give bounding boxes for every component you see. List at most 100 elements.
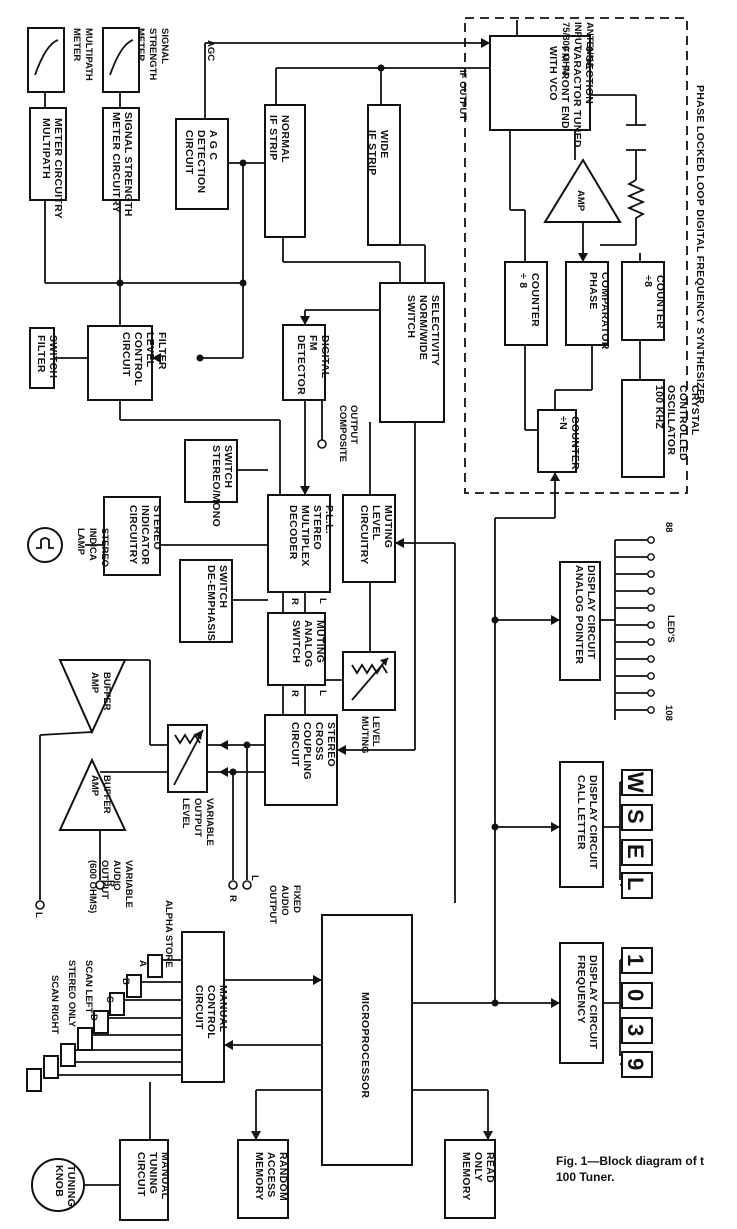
led-end-label: 108 [663, 705, 674, 721]
led-dot [647, 553, 655, 561]
multipath-meter: MULTIPATHMETER [27, 27, 94, 93]
svg-text:R: R [105, 880, 116, 887]
svg-text:SIGNAL STRENGTHMETER CIRCUITRY: SIGNAL STRENGTHMETER CIRCUITRY [110, 112, 134, 217]
led-start-label: 88 [663, 522, 674, 533]
analog-pointer-display-circuit: ANALOG POINTERDISPLAY CIRCUIT [559, 561, 601, 681]
stereo-cross-coupling-circuit: STEREOCROSSCOUPLINGCIRCUIT [264, 714, 338, 806]
muting-level-circuitry: MUTINGLEVELCIRCUITRY [342, 494, 396, 583]
arrow-to-digital-fm [300, 316, 310, 325]
agc-label: AGC [205, 40, 216, 61]
svg-text:9: 9 [623, 1058, 648, 1070]
divide-by-8-counter-a: ÷ 8COUNTER [504, 261, 548, 346]
button-d-label: D [88, 1014, 99, 1021]
svg-text:READONLYMEMORY: READONLYMEMORY [460, 1152, 496, 1201]
buffer-amp-bottom: BUFFERAMP [58, 757, 127, 831]
buffer-amp-top: BUFFERAMP [58, 659, 127, 735]
svg-text:DIGITALFMDETECTOR: DIGITALFMDETECTOR [295, 335, 331, 395]
svg-text:STEREOCROSSCOUPLINGCIRCUIT: STEREOCROSSCOUPLINGCIRCUIT [289, 722, 337, 780]
call-letter-display: W S E L [621, 769, 653, 899]
digital-fm-detector: DIGITALFMDETECTOR [282, 324, 331, 401]
led-dot [647, 689, 655, 697]
svg-text:TUNINGKNOB: TUNINGKNOB [53, 1165, 77, 1207]
svg-text:PHASECOMPARATOR: PHASECOMPARATOR [587, 272, 611, 350]
arrow-to-divn [550, 472, 560, 481]
signal-strength-meter-circuitry: SIGNAL STRENGTHMETER CIRCUITRY [102, 107, 140, 217]
svg-text:÷8COUNTER: ÷8COUNTER [642, 275, 666, 329]
led-dot [647, 570, 655, 578]
frequency-digit-display: 1 0 3 9 [621, 947, 653, 1078]
manual-tuning-circuit: MANUALTUNINGCIRCUIT [119, 1139, 171, 1221]
muting-analog-switch: MUTINGANALOGSWITCH [267, 612, 326, 686]
figure-caption: Fig. 1—Block diagram of t 100 Tuner. [556, 1153, 704, 1185]
wide-if-strip: WIDEIF STRIP [366, 104, 401, 246]
pll-stereo-multiplex-decoder: P.L.L.STEREOMULTIPLEXDECODER [267, 494, 335, 593]
selectivity-switch: SELECTIVITYNORM/WIDESWITCH [379, 282, 445, 423]
de-emphasis-switch: DE-EMPHASISSWITCH [179, 559, 233, 643]
svg-text:SELECTIVITYNORM/WIDESWITCH: SELECTIVITYNORM/WIDESWITCH [405, 295, 441, 366]
svg-text:BUFFERAMP: BUFFERAMP [89, 775, 112, 814]
led-dot [647, 604, 655, 612]
svg-text:CALL LETTERDISPLAY CIRCUIT: CALL LETTERDISPLAY CIRCUIT [575, 775, 599, 870]
svg-text:L: L [623, 877, 648, 890]
svg-text:MUTINGLEVELCIRCUITRY: MUTINGLEVELCIRCUITRY [358, 505, 394, 564]
svg-text:MANUALCONTROLCIRCUIT: MANUALCONTROLCIRCUIT [193, 985, 229, 1039]
control-buttons: ALPHA STORE A B C D SCAN LEFT STEREO ONL… [26, 900, 174, 1092]
multipath-meter-circuitry: MULTIPATHMETER CIRCUITRY [29, 107, 67, 219]
button-b-label: B [120, 978, 131, 985]
svg-text:1: 1 [623, 954, 648, 966]
svg-text:R: R [227, 895, 238, 902]
svg-text:VARIABLEOUTPUTLEVEL: VARIABLEOUTPUTLEVEL [180, 798, 215, 846]
arrow-to-rom [483, 1131, 493, 1140]
svg-text:MULTIPATHMETER: MULTIPATHMETER [71, 28, 94, 81]
svg-text:BUFFERAMP: BUFFERAMP [89, 672, 112, 711]
led-label: LED'S [665, 615, 676, 643]
svg-text:MANUALTUNINGCIRCUIT: MANUALTUNINGCIRCUIT [135, 1152, 171, 1200]
variable-output-level-potentiometer: VARIABLEOUTPUTLEVEL [167, 724, 215, 846]
svg-text:FILTERSWITCH: FILTERSWITCH [35, 335, 59, 378]
muting-l-label: L [317, 690, 328, 696]
svg-text:MUTINGANALOGSWITCH: MUTINGANALOGSWITCH [290, 620, 326, 667]
svg-text:AMP: AMP [575, 190, 586, 212]
arrow-to-micro [313, 975, 322, 985]
divide-by-n-counter: ÷NCOUNTER [537, 409, 581, 473]
button-a-label: A [137, 960, 148, 967]
stereo-mono-switch: STEREO/MONOSWITCH [184, 439, 238, 527]
caption-line-2: 100 Tuner. [556, 1170, 615, 1184]
filter-switch: FILTERSWITCH [29, 327, 59, 389]
svg-text:RANDOMACCESSMEMORY: RANDOMACCESSMEMORY [253, 1152, 289, 1201]
svg-text:3: 3 [623, 1024, 648, 1036]
decoder-r-label: R [289, 598, 300, 605]
arrow-to-muting [395, 538, 404, 548]
svg-text:÷ 8COUNTER: ÷ 8COUNTER [517, 273, 541, 327]
svg-text:0: 0 [623, 989, 648, 1001]
button-alpha-store-label: ALPHA STORE [163, 900, 174, 968]
svg-text:COMPOSITEOUTPUT: COMPOSITEOUTPUT [337, 405, 359, 462]
svg-text:DE-EMPHASISSWITCH: DE-EMPHASISSWITCH [205, 565, 229, 641]
arrow-left-1 [219, 740, 228, 750]
svg-text:L: L [249, 875, 260, 881]
fm-front-end: 6 SECTIONVARACTOR TUNEDFM FRONT ENDWITH … [489, 35, 595, 148]
read-only-memory: READONLYMEMORY [444, 1139, 496, 1219]
button-scan-left-label: SCAN LEFT [83, 960, 94, 1014]
led-dot [647, 587, 655, 595]
svg-text:A G CDETECTIONCIRCUIT: A G CDETECTIONCIRCUIT [183, 130, 219, 193]
caption-line-1: Fig. 1—Block diagram of t [556, 1154, 705, 1168]
crystal-oscillator: CRYSTALCONTROLLEDOSCILLATOR100 KHZ [621, 379, 701, 478]
pll-region-border [464, 17, 688, 494]
button-c-label: C [104, 996, 115, 1003]
manual-control-circuit: MANUALCONTROLCIRCUIT [181, 931, 229, 1083]
agc-detection-circuit: A G CDETECTIONCIRCUIT [175, 118, 229, 210]
led-dot [647, 655, 655, 663]
fixed-audio-output: R L FIXEDAUDIOOUTPUT [227, 875, 302, 924]
filter-level-control-circuit: FILTERLEVELCONTROLCIRCUIT [87, 325, 168, 401]
arrow-to-frontend [481, 38, 490, 48]
svg-text:NORMALIF STRIP: NORMALIF STRIP [267, 115, 291, 163]
button-stereo-only-label: STEREO ONLY [66, 960, 77, 1028]
svg-text:STEREOINDICATORCIRCUITRY: STEREOINDICATORCIRCUITRY [127, 505, 163, 565]
svg-text:6 SECTIONVARACTOR TUNEDFM FRON: 6 SECTIONVARACTOR TUNEDFM FRONT ENDWITH … [547, 46, 595, 148]
arrow-left-2 [219, 767, 228, 777]
arrow-to-filter [152, 353, 161, 363]
arrow-to-decoder [300, 486, 310, 495]
stereo-indicator-circuitry: STEREOINDICATORCIRCUITRY [103, 496, 163, 576]
